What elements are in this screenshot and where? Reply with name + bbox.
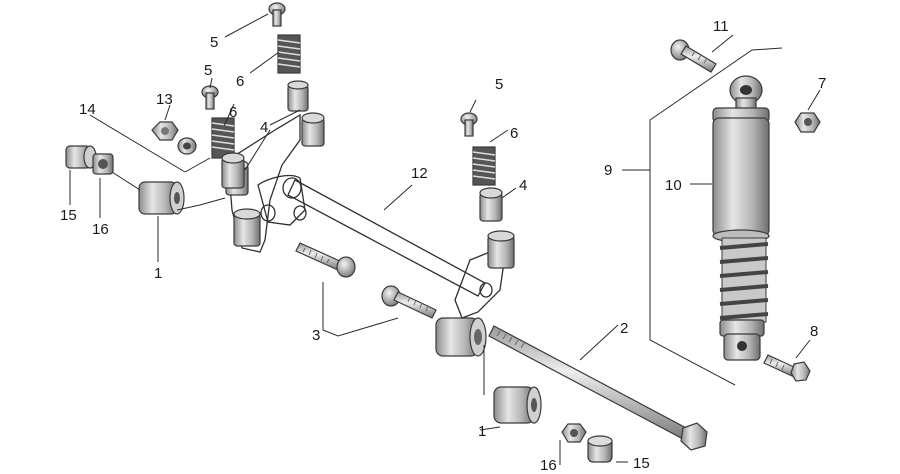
nut-7	[794, 112, 821, 133]
label-12: 12	[411, 165, 428, 182]
bushing-right-base	[487, 230, 515, 269]
spring-cap-left-upper	[287, 80, 309, 112]
spring-cap-left-lower	[221, 152, 245, 189]
bushing-large-center	[435, 317, 487, 357]
label-15: 15	[60, 207, 77, 224]
bolt-11	[670, 39, 717, 73]
label-5: 5	[204, 62, 212, 79]
label-16: 16	[540, 457, 557, 474]
shock-absorber	[712, 75, 770, 361]
label-1: 1	[478, 423, 486, 440]
label-8: 8	[810, 323, 818, 340]
leader-lines	[69, 13, 821, 465]
label-9: 9	[604, 162, 612, 179]
label-7: 7	[818, 75, 826, 92]
label-6: 6	[236, 73, 244, 90]
nut-16-left	[92, 153, 114, 175]
group-bracket-9	[649, 120, 736, 386]
swing-arm-bracket	[227, 113, 506, 319]
label-4: 4	[260, 119, 268, 136]
label-5: 5	[495, 76, 503, 93]
spring-6-left-upper	[277, 34, 301, 74]
pin-5-right	[460, 112, 478, 137]
label-13: 13	[156, 91, 173, 108]
bushing-4-left-upper	[301, 112, 325, 147]
pin-5-left-lower	[201, 85, 219, 110]
cap-15-left	[65, 145, 97, 169]
silentblock-1-left	[138, 181, 185, 215]
label-6: 6	[229, 104, 237, 121]
shock-spring	[719, 237, 769, 323]
label-3: 3	[312, 327, 320, 344]
bolt-3-lower	[381, 285, 437, 319]
label-16: 16	[92, 221, 109, 238]
washer-14	[177, 137, 197, 155]
label-4: 4	[519, 177, 527, 194]
spring-6-left-lower	[211, 117, 235, 159]
label-5: 5	[210, 34, 218, 51]
nut-16-lower	[561, 423, 587, 443]
bolt-8	[763, 354, 811, 382]
label-10: 10	[665, 177, 682, 194]
spring-6-right	[472, 146, 496, 186]
label-15: 15	[633, 455, 650, 472]
long-bolt-2	[488, 325, 708, 451]
bolt-3-upper	[295, 242, 356, 278]
silentblock-1-lower	[493, 386, 542, 424]
nut-13	[151, 121, 179, 141]
label-2: 2	[620, 320, 628, 337]
bushing-left-base	[233, 208, 261, 247]
label-1: 1	[154, 265, 162, 282]
cap-15-lower	[587, 435, 613, 463]
label-14: 14	[79, 101, 96, 118]
label-11: 11	[713, 18, 729, 35]
callout-labels: 5 6 5 6 4 13 14 15 16 1 12 3 5 6 4 2 1 1…	[60, 18, 826, 474]
label-6: 6	[510, 125, 518, 142]
bushing-4-right	[479, 187, 503, 222]
pin-5-left-upper	[268, 2, 286, 27]
